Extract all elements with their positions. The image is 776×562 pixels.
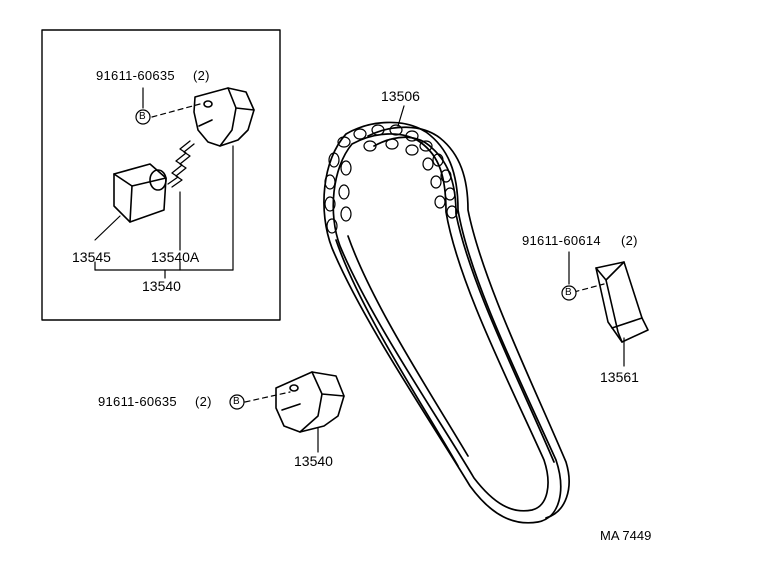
inset-bolt-qty: (2) (193, 68, 210, 83)
bolt-badge-letter-damper: B (565, 287, 572, 298)
tensioner-13540 (275, 371, 345, 433)
part-label-13545: 13545 (72, 249, 111, 265)
part-label-13561: 13561 (600, 369, 639, 385)
damper-bolt-qty: (2) (621, 233, 638, 248)
tensioner-bolt-qty: (2) (195, 394, 212, 409)
bolt-badges (135, 109, 577, 410)
figure-code: MA 7449 (600, 528, 652, 543)
bolt-badge-damper (561, 285, 577, 301)
bolt-badge-letter-inset: B (139, 111, 146, 122)
part-label-13540: 13540 (294, 453, 333, 469)
bolt-badge-inset (135, 109, 151, 125)
inset-frame (41, 29, 281, 321)
chain-links (324, 124, 458, 234)
damper-bolt-part-number: 91611-60614 (522, 233, 601, 248)
part-label-13506: 13506 (381, 88, 420, 104)
part-label-13540A: 13540A (151, 249, 200, 265)
spring-13540A (167, 140, 195, 188)
damper-13561 (595, 261, 649, 343)
bolt-badge-tensioner (229, 394, 245, 410)
shoe-13545 (113, 163, 167, 223)
assembly-label-13540: 13540 (142, 278, 181, 294)
inset-bolt-part-number: 91611-60635 (96, 68, 175, 83)
bolt-badge-letter-tensioner: B (233, 396, 240, 407)
tensioner-body-inset (193, 87, 255, 147)
tensioner-bolt-part-number: 91611-60635 (98, 394, 177, 409)
